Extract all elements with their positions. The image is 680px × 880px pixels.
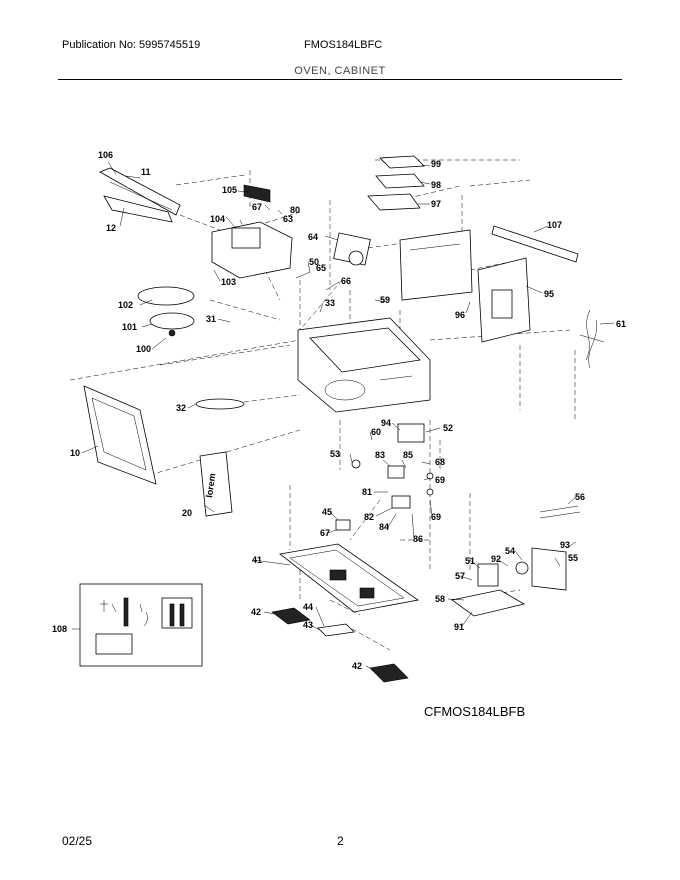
part-wire-56	[539, 505, 581, 519]
callout-56: 56	[575, 492, 585, 502]
callout-80: 80	[290, 205, 300, 215]
footer-page-number: 2	[337, 834, 344, 848]
callout-65: 65	[316, 263, 326, 273]
part-filters-42-44-43	[271, 607, 409, 683]
callout-41: 41	[252, 555, 262, 565]
callout-32: 32	[176, 403, 186, 413]
part-vent-grille-11	[99, 167, 181, 223]
callout-94: 94	[381, 418, 391, 428]
callout-83: 83	[375, 450, 385, 460]
callout-64: 64	[308, 232, 318, 242]
callout-42-b: 42	[352, 661, 362, 671]
part-control-components	[351, 423, 434, 509]
callout-10: 10	[70, 448, 80, 458]
diagram-code: CFMOS184LBFB	[424, 704, 526, 719]
part-motor-64	[333, 232, 371, 266]
callout-57: 57	[455, 571, 465, 581]
callout-labels: 106 11 12 105 67 80 63 104 99 98 97 107 …	[52, 150, 626, 671]
header-rule	[58, 79, 622, 80]
callout-59: 59	[380, 295, 390, 305]
callout-67: 67	[252, 202, 262, 212]
callout-98: 98	[431, 180, 441, 190]
callout-54: 54	[505, 546, 515, 556]
callout-103: 103	[221, 277, 236, 287]
part-control-panel-20: lorem	[199, 451, 233, 517]
callout-55: 55	[568, 553, 578, 563]
callout-82: 82	[364, 512, 374, 522]
part-duct-105	[243, 184, 271, 203]
callout-93: 93	[560, 540, 570, 550]
callout-12: 12	[106, 223, 116, 233]
callout-85: 85	[403, 450, 413, 460]
part-bracket-45	[335, 519, 351, 531]
callout-106: 106	[98, 150, 113, 160]
part-wire-harness-61	[579, 309, 605, 369]
callout-108: 108	[52, 624, 67, 634]
callout-69-b: 69	[431, 512, 441, 522]
callout-31: 31	[206, 314, 216, 324]
callout-105: 105	[222, 185, 237, 195]
callout-11: 11	[141, 167, 151, 177]
footer-date: 02/25	[62, 834, 93, 848]
callout-50: 50	[309, 257, 319, 267]
callout-67-b: 67	[320, 528, 330, 538]
part-back-panel	[399, 229, 473, 301]
part-waveguide-32	[195, 398, 245, 410]
callout-68: 68	[435, 457, 445, 467]
callout-44: 44	[303, 602, 313, 612]
control-panel-text: lorem	[204, 473, 217, 499]
part-base-plate-41	[279, 543, 420, 613]
callout-92: 92	[491, 554, 501, 564]
callout-66: 66	[341, 276, 351, 286]
model-number: FMOS184LBFC	[304, 39, 383, 51]
callout-100: 100	[136, 344, 151, 354]
part-oven-cavity	[297, 317, 431, 413]
callout-63: 63	[283, 214, 293, 224]
callout-81: 81	[362, 487, 372, 497]
callout-96: 96	[455, 310, 465, 320]
callout-95: 95	[544, 289, 554, 299]
callout-61: 61	[616, 319, 626, 329]
part-electronics-tray-58	[451, 547, 567, 617]
callout-91: 91	[454, 622, 464, 632]
callout-86: 86	[413, 534, 423, 544]
part-side-panel-95	[477, 257, 531, 343]
callout-107: 107	[547, 220, 562, 230]
leader-lines	[72, 161, 615, 671]
callout-97: 97	[431, 199, 441, 209]
callout-60: 60	[371, 427, 381, 437]
kit-box-108	[79, 583, 203, 667]
callout-101: 101	[122, 322, 137, 332]
callout-69-a: 69	[435, 475, 445, 485]
callout-99: 99	[431, 159, 441, 169]
section-title: OVEN, CABINET	[294, 65, 386, 77]
callout-84: 84	[379, 522, 389, 532]
callout-43: 43	[303, 620, 313, 630]
callout-51: 51	[465, 556, 475, 566]
part-turntable-102-101	[137, 286, 195, 337]
callout-33: 33	[325, 298, 335, 308]
callout-102: 102	[118, 300, 133, 310]
part-filter-plates-99-98-97	[367, 155, 425, 211]
callout-58: 58	[435, 594, 445, 604]
publication-number: Publication No: 5995745519	[62, 39, 201, 51]
callout-104: 104	[210, 214, 225, 224]
callout-53: 53	[330, 449, 340, 459]
callout-20: 20	[182, 508, 192, 518]
part-fan-assembly-104	[211, 221, 293, 279]
callout-52: 52	[443, 423, 453, 433]
callout-45: 45	[322, 507, 332, 517]
callout-42: 42	[251, 607, 261, 617]
part-door-10	[83, 385, 157, 485]
part-rail-107	[491, 225, 579, 263]
